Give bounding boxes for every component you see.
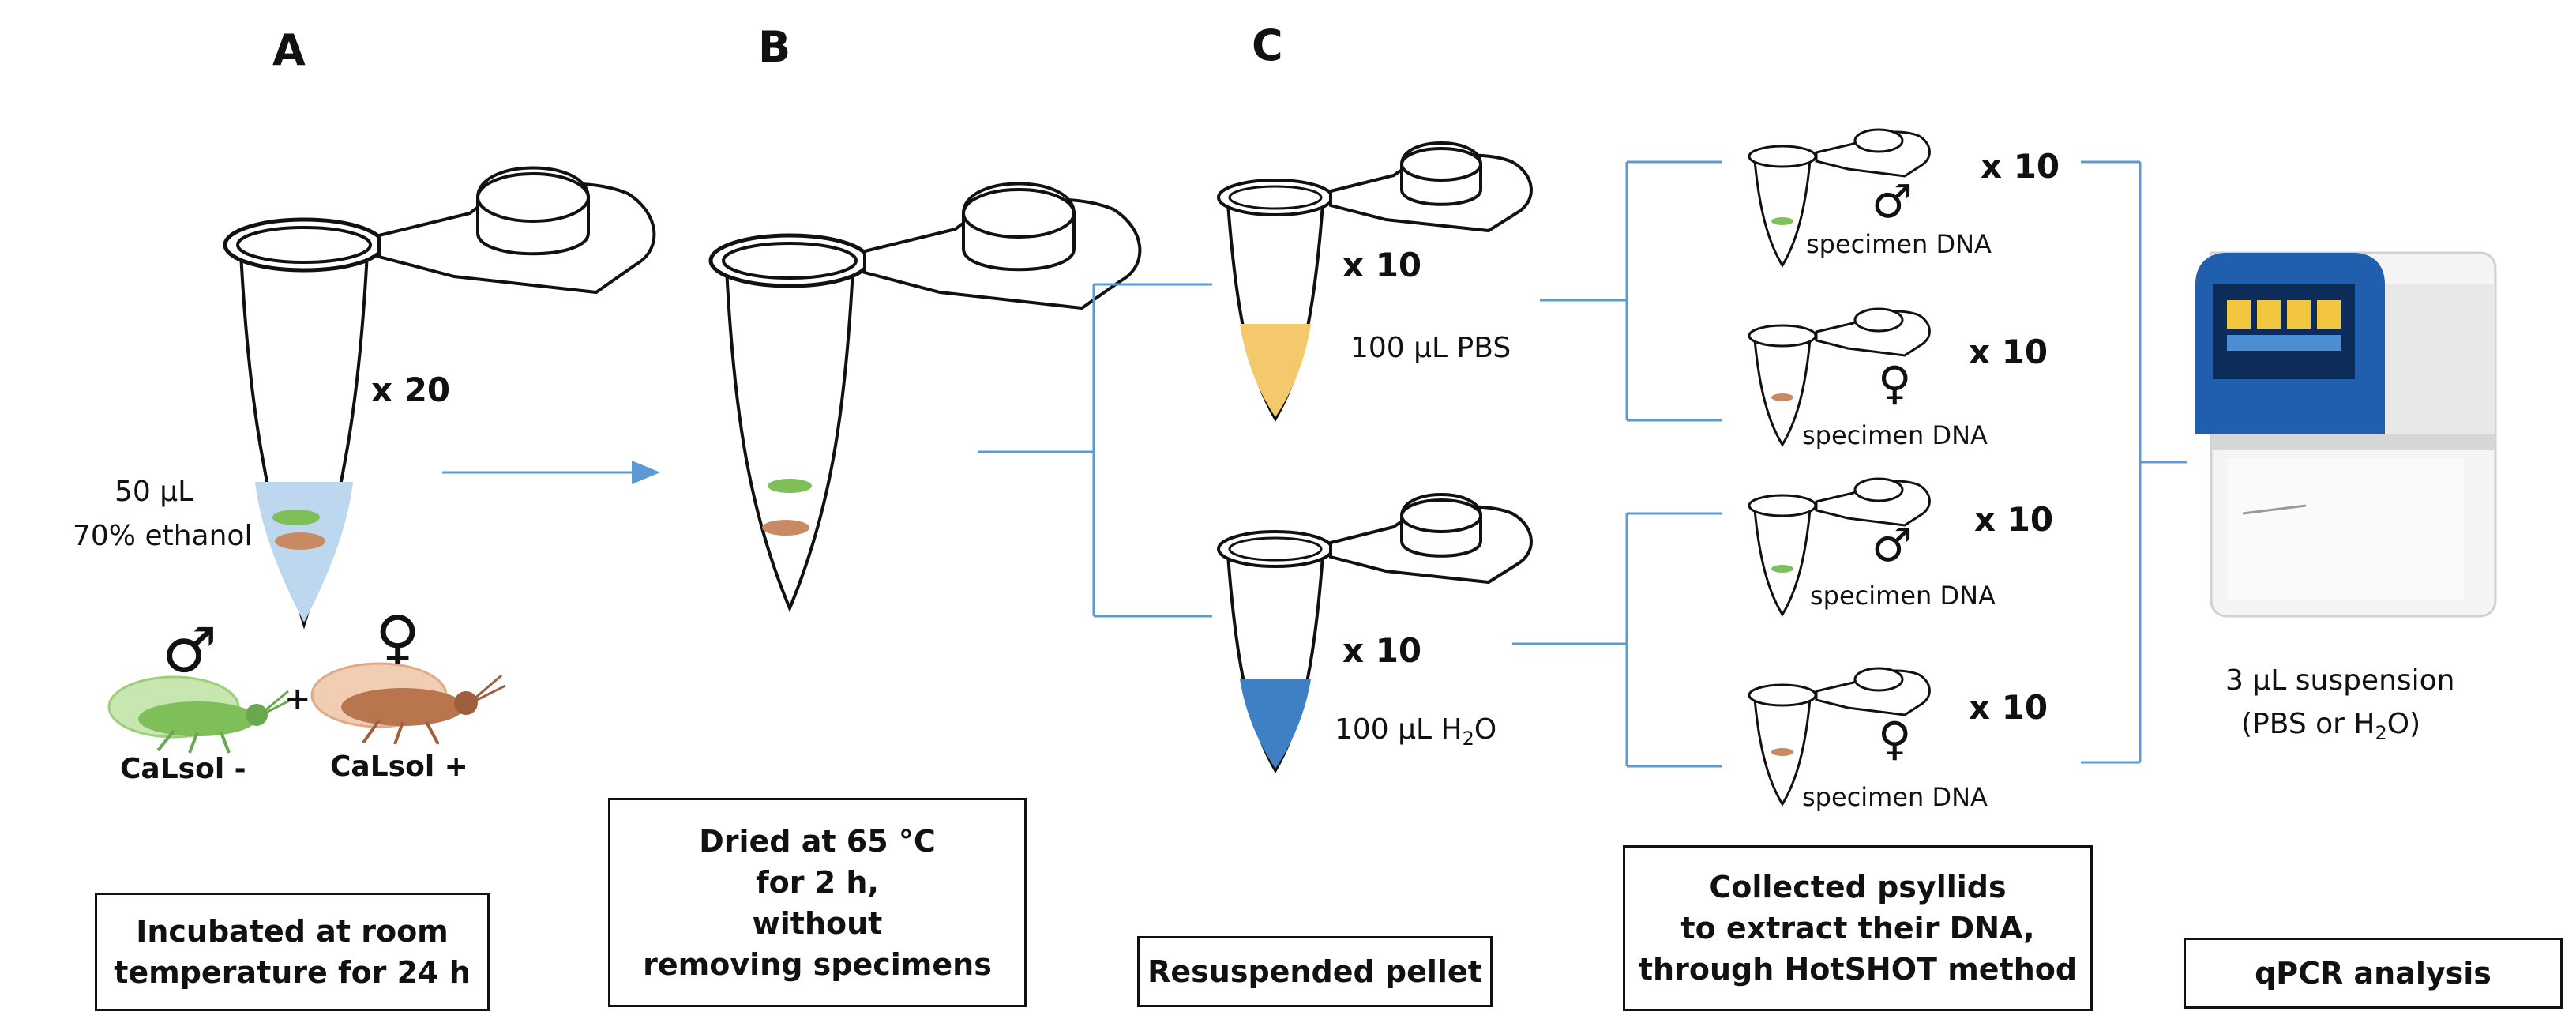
pbs-multiplier: x 10 <box>1342 246 1421 284</box>
caption-extraction-line-3: through HotSHOT method <box>1638 952 2078 987</box>
extraction-symbol-2: ♀ <box>1878 356 1911 410</box>
female-label: CaLsol + <box>330 750 468 783</box>
extraction-tube-3 <box>1748 477 1931 617</box>
caption-box-extraction: Collected psyllids to extract their DNA,… <box>1623 845 2093 1011</box>
water-liquid <box>1240 679 1311 769</box>
caption-box-c: Resuspended pellet <box>1137 936 1493 1007</box>
extraction-multiplier-3: x 10 <box>1974 500 2053 539</box>
qpcr-suspension-line1: 3 µL suspension <box>2225 664 2455 697</box>
female-insect-icon <box>310 662 506 745</box>
extraction-label-3: specimen DNA <box>1810 581 1996 611</box>
caption-qpcr: qPCR analysis <box>2255 956 2492 991</box>
panel-label-a: A <box>272 25 306 75</box>
caption-b-line-4: removing specimens <box>643 946 992 982</box>
extraction-symbol-4: ♀ <box>1878 712 1911 765</box>
dried-male-specimen <box>768 479 812 493</box>
male-insect-icon <box>107 675 293 754</box>
dried-female-specimen <box>762 520 809 536</box>
ethanol-liquid <box>255 482 353 622</box>
caption-extraction-line-1: Collected psyllids <box>1709 870 2007 905</box>
panel-label-b: B <box>758 22 790 72</box>
h2o-multiplier: x 10 <box>1342 631 1421 670</box>
tube-a <box>223 166 656 630</box>
male-label: CaLsol - <box>120 753 246 785</box>
qpcr-machine-icon <box>2195 251 2497 618</box>
connector-extraction-to-qpcr <box>2081 160 2187 764</box>
volume-a: 50 µL <box>115 476 193 508</box>
caption-box-qpcr: qPCR analysis <box>2184 938 2563 1009</box>
tube-b <box>708 182 1142 613</box>
male-specimen-in-tube <box>272 510 320 525</box>
multiplier-a: x 20 <box>371 370 450 409</box>
extraction-label-2: specimen DNA <box>1802 420 1988 450</box>
male-symbol-a: ♂ <box>162 615 217 686</box>
extraction-symbol-1: ♂ <box>1872 175 1913 228</box>
caption-a-line-2: temperature for 24 h <box>114 955 471 990</box>
panel-label-c: C <box>1252 21 1283 70</box>
extraction-label-4: specimen DNA <box>1802 782 1988 812</box>
female-specimen-in-tube <box>275 532 325 550</box>
caption-box-a: Incubated at room temperature for 24 h <box>95 893 490 1011</box>
h2o-volume: 100 µL H2O <box>1335 713 1496 750</box>
solution-a: 70% ethanol <box>73 520 252 552</box>
connector-pbs-to-extraction <box>1540 160 1722 422</box>
extraction-tube-4 <box>1748 667 1931 807</box>
caption-b-line-3: without <box>752 905 883 941</box>
extraction-tube-1 <box>1748 128 1931 268</box>
extraction-label-1: specimen DNA <box>1806 229 1992 259</box>
caption-b-line-2: for 2 h, <box>756 864 879 900</box>
caption-extraction-line-2: to extract their DNA, <box>1680 911 2035 946</box>
qpcr-suspension-line2: (PBS or H2O) <box>2241 708 2420 744</box>
connector-b-to-c <box>978 283 1212 618</box>
extraction-multiplier-1: x 10 <box>1981 147 2060 186</box>
tube-c-h2o <box>1217 493 1533 773</box>
extraction-multiplier-4: x 10 <box>1969 688 2048 727</box>
caption-box-b: Dried at 65 °C for 2 h, without removing… <box>608 798 1027 1007</box>
pbs-liquid <box>1240 324 1311 417</box>
extraction-symbol-3: ♂ <box>1872 518 1913 572</box>
caption-b-line-1: Dried at 65 °C <box>699 823 936 859</box>
extraction-multiplier-2: x 10 <box>1969 333 2048 371</box>
plus-sign: + <box>284 681 311 717</box>
caption-a-line-1: Incubated at room <box>136 914 449 949</box>
caption-c: Resuspended pellet <box>1147 954 1482 989</box>
extraction-tube-2 <box>1748 307 1931 447</box>
tube-c-pbs <box>1217 141 1533 422</box>
pbs-volume: 100 µL PBS <box>1350 332 1511 364</box>
connector-h2o-to-extraction <box>1512 512 1722 768</box>
